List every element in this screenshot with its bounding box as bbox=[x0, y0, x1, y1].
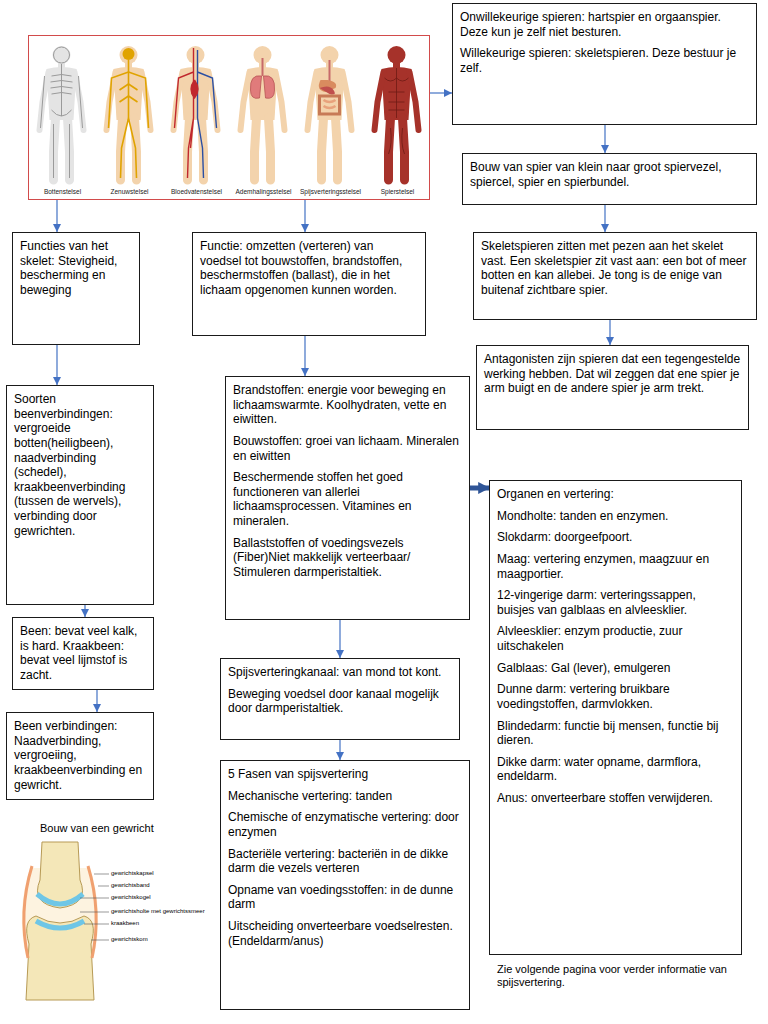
box-text: Maag: vertering enzymen, maagzuur en maa… bbox=[497, 552, 734, 581]
muscle-structure-box: Bouw van spier van klein naar groot spie… bbox=[462, 153, 757, 205]
box-text: Dikke darm: water opname, darmflora, end… bbox=[497, 755, 734, 784]
system-caption: Zenuwstelsel bbox=[111, 188, 149, 196]
part-label: gewrichtsholte met gewrichtssmeer bbox=[111, 908, 231, 915]
skeletal-muscle-box: Skeletspieren zitten met pezen aan het s… bbox=[473, 232, 757, 320]
figure-title: Bouw van een gewricht bbox=[40, 822, 180, 835]
box-text: Willekeurige spieren: skeletspieren. Dez… bbox=[460, 46, 749, 75]
box-text: 5 Fasen van spijsvertering bbox=[228, 767, 462, 782]
footnote: Zie volgende pagina voor verder informat… bbox=[497, 963, 747, 989]
box-text: Opname van voedingsstoffen: in de dunne … bbox=[228, 883, 462, 912]
box-text: Ballaststoffen of voedingsvezels (Fiber)… bbox=[233, 536, 462, 580]
connector-arrow bbox=[96, 690, 97, 712]
antagonists-box: Antagonisten zijn spieren dat een tegeng… bbox=[476, 345, 749, 430]
box-text: Functie: omzetten (verteren) van voedsel… bbox=[200, 239, 418, 298]
box-text: Dunne darm: vertering bruikbare voedings… bbox=[497, 682, 734, 711]
part-label: kraakbeen bbox=[111, 920, 231, 927]
connector-arrow bbox=[304, 336, 305, 376]
connector-arrow bbox=[604, 125, 605, 153]
box-text: Onwillekeurige spieren: hartspier en org… bbox=[460, 10, 749, 39]
box-text: Spijsverteringkanaal: van mond tot kont. bbox=[228, 665, 452, 680]
box-text: Mechanische vertering: tanden bbox=[228, 789, 462, 804]
connector-arrow bbox=[609, 320, 610, 345]
digestion-phases-box: 5 Fasen van spijsverteringMechanische ve… bbox=[220, 760, 470, 1010]
body-systems-band: Bottenstelsel Zenuwstelsel Bloedvatenstels… bbox=[28, 35, 430, 200]
system-caption: Ademhalingsstelsel bbox=[235, 188, 291, 196]
system-caption: Spierstelsel bbox=[381, 188, 415, 196]
box-text: Mondholte: tanden en enzymen. bbox=[497, 509, 734, 524]
connector-arrow bbox=[339, 620, 340, 658]
system-caption: Bloedvatenstelsel bbox=[171, 188, 222, 196]
box-text: Brandstoffen: energie voor beweging en l… bbox=[233, 383, 462, 427]
box-text: Bacteriële vertering: bacteriën in de di… bbox=[228, 847, 462, 876]
connector-arrow bbox=[56, 345, 57, 385]
part-label: gewrichtskapsel bbox=[111, 870, 231, 877]
connector-arrow bbox=[56, 200, 57, 232]
box-text: Beschermende stoffen het goed functioner… bbox=[233, 470, 462, 529]
organs-box: Organen en vertering: Mondholte: tanden e… bbox=[489, 480, 742, 955]
respiratory-figure bbox=[241, 46, 285, 180]
connector-arrow bbox=[84, 605, 85, 617]
muscle-types-box: Onwillekeurige spieren: hartspier en org… bbox=[452, 3, 757, 125]
connector-arrow bbox=[339, 740, 340, 760]
digestive-tract-box: Spijsverteringkanaal: van mond tot kont.… bbox=[220, 658, 460, 740]
system-caption: Bottenstelsel bbox=[44, 188, 81, 196]
box-text: Bouw van spier van klein naar groot spie… bbox=[470, 160, 749, 189]
muscle-figure bbox=[375, 46, 419, 180]
connector-arrow bbox=[604, 205, 605, 232]
box-text: Beweging voedsel door kanaal mogelijk do… bbox=[228, 687, 452, 716]
box-text: Been: bevat veel kalk, is hard. Kraakbee… bbox=[20, 624, 146, 683]
thick-arrow bbox=[470, 486, 489, 491]
box-text: Chemische of enzymatische vertering: doo… bbox=[228, 810, 462, 839]
system-caption: Spijsverteringsstelsel bbox=[300, 188, 361, 196]
box-text: 12-vingerige darm: verteringssappen, bui… bbox=[497, 588, 734, 617]
joint-illustration bbox=[22, 842, 109, 1000]
connector-arrow bbox=[304, 200, 305, 232]
connector-arrow bbox=[430, 92, 452, 93]
box-text: Organen en vertering: bbox=[497, 487, 734, 502]
box-text: Blindedarm: functie bij mensen, functie … bbox=[497, 719, 734, 748]
part-label: gewrichtsband bbox=[111, 882, 231, 889]
box-text: Skeletspieren zitten met pezen aan het s… bbox=[481, 239, 749, 298]
part-label: gewrichtskom bbox=[111, 936, 231, 943]
skeleton-figure bbox=[40, 46, 84, 180]
bone-cartilage-box: Been: bevat veel kalk, is hard. Kraakbee… bbox=[12, 617, 154, 690]
box-text: Galblaas: Gal (lever), emulgeren bbox=[497, 661, 734, 676]
blood-vessel-figure bbox=[174, 46, 218, 180]
skeleton-functions-box: Functies van het skelet: Stevigheid, bes… bbox=[12, 232, 140, 345]
box-text: Uitscheiding onverteerbare voedselresten… bbox=[228, 919, 462, 948]
box-text: Soorten beenverbindingen: vergroeide bot… bbox=[14, 392, 146, 538]
nutrients-box: Brandstoffen: energie voor beweging en l… bbox=[225, 376, 470, 620]
digestion-function-box: Functie: omzetten (verteren) van voedsel… bbox=[192, 232, 426, 336]
bone-joints-box: Been verbindingen: Naadverbinding, vergr… bbox=[6, 712, 154, 800]
bone-joint-types-box: Soorten beenverbindingen: vergroeide bot… bbox=[6, 385, 154, 605]
box-text: Anus: onverteerbare stoffen verwijderen. bbox=[497, 791, 734, 806]
box-text: Functies van het skelet: Stevigheid, bes… bbox=[20, 239, 132, 298]
box-text: Alvleesklier: enzym productie, zuur uits… bbox=[497, 624, 734, 653]
box-text: Slokdarm: doorgeefpoort. bbox=[497, 530, 734, 545]
nervous-figure bbox=[107, 46, 151, 180]
box-text: Been verbindingen: Naadverbinding, vergr… bbox=[14, 719, 146, 792]
digestive-figure bbox=[308, 46, 352, 180]
box-text: Antagonisten zijn spieren dat een tegeng… bbox=[484, 352, 741, 396]
part-label: gewrichtskogel bbox=[111, 894, 231, 901]
box-text: Bouwstoffen: groei van lichaam. Minerale… bbox=[233, 434, 462, 463]
